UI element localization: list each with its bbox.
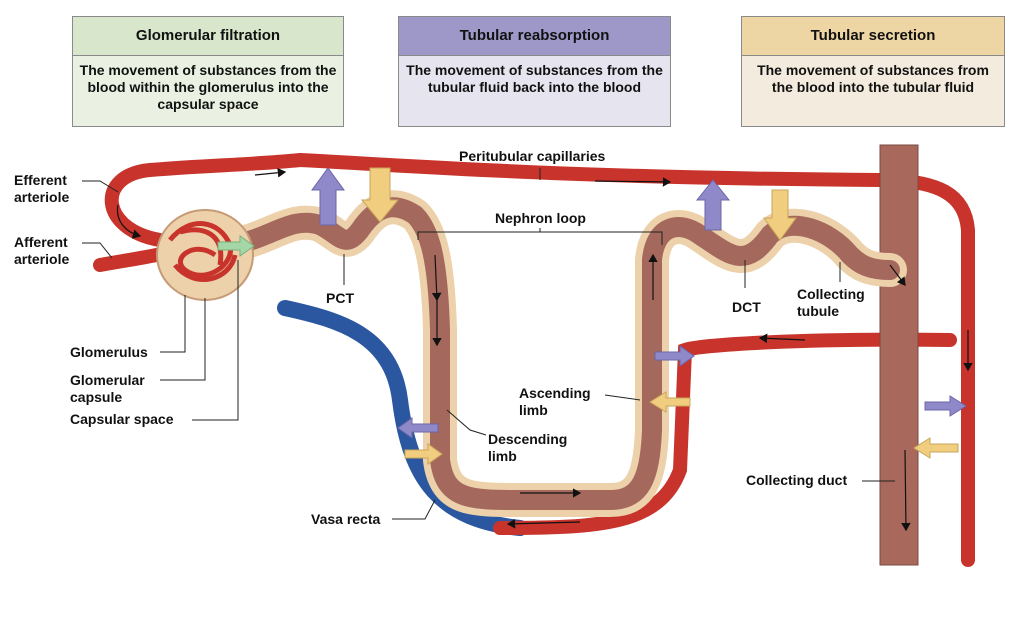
filtration-arrow: [217, 235, 255, 257]
label-descending-limb: Descending limb: [488, 431, 568, 464]
label-pct: PCT: [326, 290, 354, 306]
label-glomerular-capsule: Glomerular capsule: [70, 372, 145, 405]
label-collecting-tubule: Collecting tubule: [797, 286, 865, 319]
secretion-arrows: [360, 167, 959, 465]
box-title: Tubular reabsorption: [399, 17, 670, 56]
label-efferent-arteriole: Efferent arteriole: [14, 172, 70, 205]
box-title: Glomerular filtration: [73, 17, 343, 56]
label-vasa-recta: Vasa recta: [311, 511, 381, 527]
label-capsular-space: Capsular space: [70, 411, 174, 427]
label-ascending-limb: Ascending limb: [519, 385, 591, 418]
box-description: The movement of substances from the bloo…: [742, 56, 1004, 126]
label-afferent-arteriole: Afferent arteriole: [14, 234, 70, 267]
label-glomerulus: Glomerulus: [70, 344, 148, 360]
label-nephron-loop: Nephron loop: [495, 210, 586, 226]
tubular-secretion-box: Tubular secretion The movement of substa…: [741, 16, 1005, 127]
glomerulus: [168, 221, 238, 282]
label-collecting-duct: Collecting duct: [746, 472, 848, 488]
leader-lines: [82, 168, 895, 520]
tubular-reabsorption-box: Tubular reabsorption The movement of sub…: [398, 16, 671, 127]
collecting-duct: [879, 144, 919, 566]
flow-arrows: [116, 167, 973, 532]
box-description: The movement of substances from the bloo…: [73, 56, 343, 126]
box-title: Tubular secretion: [742, 17, 1004, 56]
label-peritubular-capillaries: Peritubular capillaries: [459, 148, 606, 164]
label-dct: DCT: [732, 299, 761, 315]
reabsorption-arrows: [311, 167, 967, 439]
box-description: The movement of substances from the tubu…: [399, 56, 670, 126]
glomerular-filtration-box: Glomerular filtration The movement of su…: [72, 16, 344, 127]
